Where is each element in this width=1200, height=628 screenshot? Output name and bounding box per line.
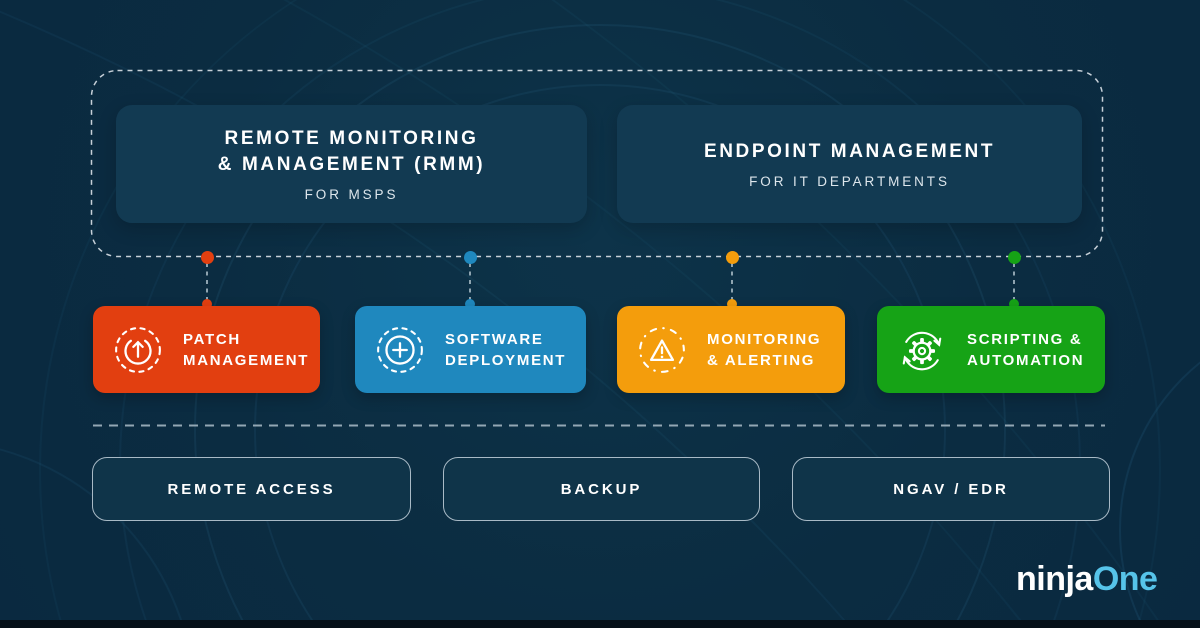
- logo-ninja-text: ninja: [1016, 560, 1093, 598]
- connector-end-dot: [727, 299, 737, 309]
- connector-dot-scripting: [1007, 250, 1021, 264]
- remote-access-label: REMOTE ACCESS: [167, 480, 336, 498]
- automation-gear-icon: [897, 325, 947, 375]
- ngav-edr-box: NGAV / EDR: [792, 457, 1110, 521]
- connector-dot-patch: [200, 250, 214, 264]
- feature-label: SOFTWARE DEPLOYMENT: [445, 330, 567, 369]
- feature-label: PATCH MANAGEMENT: [183, 330, 310, 369]
- connector-end-dot: [1009, 299, 1019, 309]
- connector-dot-monitoring: [725, 250, 739, 264]
- feature-label: SCRIPTING & AUTOMATION: [967, 330, 1085, 369]
- endpoint-title-line1: ENDPOINT MANAGEMENT: [703, 141, 996, 162]
- connector-end-dot: [465, 299, 475, 309]
- software-deployment-box: SOFTWARE DEPLOYMENT: [355, 306, 586, 393]
- ngav-edr-label: NGAV / EDR: [893, 480, 1009, 498]
- rmm-subtitle: FOR MSPS: [304, 187, 399, 202]
- monitoring-alerting-box: MONITORING & ALERTING: [617, 306, 845, 393]
- backup-label: BACKUP: [560, 480, 643, 498]
- bottom-accent-bar: [0, 620, 1200, 628]
- alert-triangle-icon: [637, 325, 687, 375]
- rmm-card: REMOTE MONITORING & MANAGEMENT (RMM) FOR…: [116, 105, 587, 223]
- endpoint-subtitle: FOR IT DEPARTMENTS: [749, 174, 950, 189]
- remote-access-box: REMOTE ACCESS: [92, 457, 411, 521]
- ninjaone-logo: ninjaOne: [1016, 560, 1158, 599]
- endpoint-management-card: ENDPOINT MANAGEMENT FOR IT DEPARTMENTS: [617, 105, 1082, 223]
- software-add-icon: [375, 325, 425, 375]
- connector-end-dot: [202, 299, 212, 309]
- patch-update-icon: [113, 325, 163, 375]
- connector-dot-software: [463, 250, 477, 264]
- patch-management-box: PATCH MANAGEMENT: [93, 306, 320, 393]
- rmm-title-line2: & MANAGEMENT (RMM): [217, 154, 486, 175]
- rmm-title-line1: REMOTE MONITORING: [224, 128, 479, 149]
- logo-one-text: One: [1092, 560, 1158, 598]
- backup-box: BACKUP: [443, 457, 760, 521]
- scripting-automation-box: SCRIPTING & AUTOMATION: [877, 306, 1105, 393]
- feature-label: MONITORING & ALERTING: [707, 330, 822, 369]
